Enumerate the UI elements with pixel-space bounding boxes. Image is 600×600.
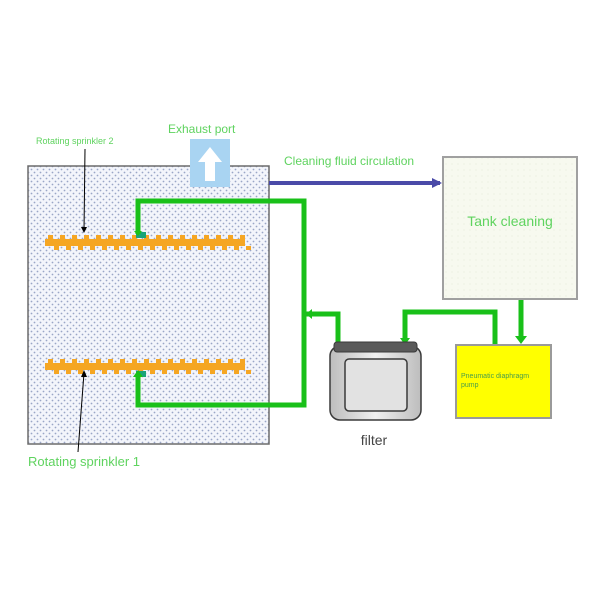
sprinkler-tooth [174, 370, 179, 374]
sprinkler-tooth [246, 370, 251, 374]
sprinkler-tooth [180, 359, 185, 363]
sprinkler-tooth [204, 359, 209, 363]
sprinkler-1-leader-arrow [81, 370, 87, 377]
sprinkler-2-leader-arrow [81, 227, 87, 233]
sprinkler-tooth [90, 370, 95, 374]
sprinkler-tooth [216, 359, 221, 363]
sprinkler-tooth [108, 359, 113, 363]
sprinkler-tooth [216, 235, 221, 239]
sprinkler-tooth [150, 370, 155, 374]
sprinkler-2-leader [83, 148, 86, 232]
sprinkler-1-nozzle [136, 371, 146, 377]
rotating-sprinkler-2 [45, 235, 251, 250]
rotating-sprinkler-1-label: Rotating sprinkler 1 [28, 454, 140, 469]
sprinkler-tooth [162, 246, 167, 250]
sprinkler-tooth [198, 246, 203, 250]
sprinkler-tooth [204, 235, 209, 239]
sprinkler-tooth [78, 370, 83, 374]
filter-label: filter [361, 432, 388, 448]
sprinkler-1-leader [77, 372, 85, 453]
tank-cleaning-box [442, 156, 578, 300]
sprinkler-tooth [240, 359, 245, 363]
sprinkler-tooth [144, 359, 149, 363]
sprinkler-tooth [210, 370, 215, 374]
sprinkler-tooth [120, 235, 125, 239]
sprinkler-tooth [150, 246, 155, 250]
pump-label-line-1: Pneumatic diaphragm [461, 373, 529, 380]
pneumatic-diaphragm-pump [455, 344, 552, 419]
sprinkler-tooth [168, 359, 173, 363]
sprinkler-tooth [48, 235, 53, 239]
sprinkler-tooth [186, 370, 191, 374]
sprinkler-tooth [84, 359, 89, 363]
sprinkler-tooth [60, 359, 65, 363]
sprinkler-tooth [90, 246, 95, 250]
pipe-to-sprinkler-2 [135, 198, 307, 408]
pipe-filter-to-chamber [304, 311, 341, 345]
sprinkler-tooth [234, 246, 239, 250]
flow-arrow-sprinkler-2 [134, 231, 142, 236]
sprinkler-tooth [132, 359, 137, 363]
exhaust-port [190, 139, 230, 187]
sprinkler-tooth [66, 246, 71, 250]
sprinkler-tooth [228, 235, 233, 239]
sprinkler-tooth [198, 370, 203, 374]
cleaning-chamber [27, 165, 270, 445]
flow-arrow-into-main-pipe [306, 309, 312, 319]
sprinkler-tooth [108, 235, 113, 239]
sprinkler-tooth [78, 246, 83, 250]
rotating-sprinkler-1 [45, 359, 251, 374]
up-arrow-icon [198, 147, 222, 181]
sprinkler-tooth [126, 370, 131, 374]
sprinkler-tooth [72, 235, 77, 239]
sprinkler-tooth [162, 370, 167, 374]
sprinkler-tooth [156, 359, 161, 363]
sprinkler-tooth [228, 359, 233, 363]
sprinkler-tooth [186, 246, 191, 250]
sprinkler-tooth [102, 370, 107, 374]
sprinkler-tooth [168, 235, 173, 239]
sprinkler-tooth [48, 359, 53, 363]
sprinkler-tooth [66, 370, 71, 374]
sprinkler-tooth [210, 246, 215, 250]
flow-arrow-sprinkler-1 [133, 370, 143, 377]
sprinkler-tooth [138, 246, 143, 250]
sprinkler-2-nozzle [136, 232, 146, 238]
sprinkler-tooth [180, 235, 185, 239]
sprinkler-tooth [54, 246, 59, 250]
sprinkler-tooth [114, 370, 119, 374]
filter-canister-icon [329, 341, 422, 421]
flow-arrow-into-pump [515, 336, 527, 344]
cleaning-fluid-circulation-label: Cleaning fluid circulation [284, 154, 414, 168]
sprinkler-tooth [120, 359, 125, 363]
sprinkler-tooth [54, 370, 59, 374]
circulation-pipes [135, 198, 524, 408]
sprinkler-tooth [246, 246, 251, 250]
sprinkler-tooth [144, 235, 149, 239]
sprinkler-tooth [222, 246, 227, 250]
sprinkler-tooth [174, 246, 179, 250]
sprinkler-tooth [132, 235, 137, 239]
sprinkler-tooth [96, 359, 101, 363]
sprinkler-tooth [240, 235, 245, 239]
sprinkler-tooth [192, 359, 197, 363]
sprinkler-tooth [102, 246, 107, 250]
exhaust-port-label: Exhaust port [168, 122, 236, 136]
pipe-pump-to-filter [402, 309, 498, 344]
sprinkler-tooth [96, 235, 101, 239]
sprinkler-tooth [72, 359, 77, 363]
sprinkler-tooth [234, 370, 239, 374]
sprinkler-tooth [156, 235, 161, 239]
tank-cleaning-label: Tank cleaning [467, 213, 553, 229]
sprinkler-tooth [114, 246, 119, 250]
pump-label-line-2: pump [461, 382, 479, 389]
rotating-sprinkler-2-label: Rotating sprinkler 2 [36, 136, 114, 146]
sprinkler-tooth [60, 235, 65, 239]
sprinkler-tooth [126, 246, 131, 250]
sprinkler-tooth [84, 235, 89, 239]
sprinkler-tooth [222, 370, 227, 374]
sprinkler-tooth [192, 235, 197, 239]
